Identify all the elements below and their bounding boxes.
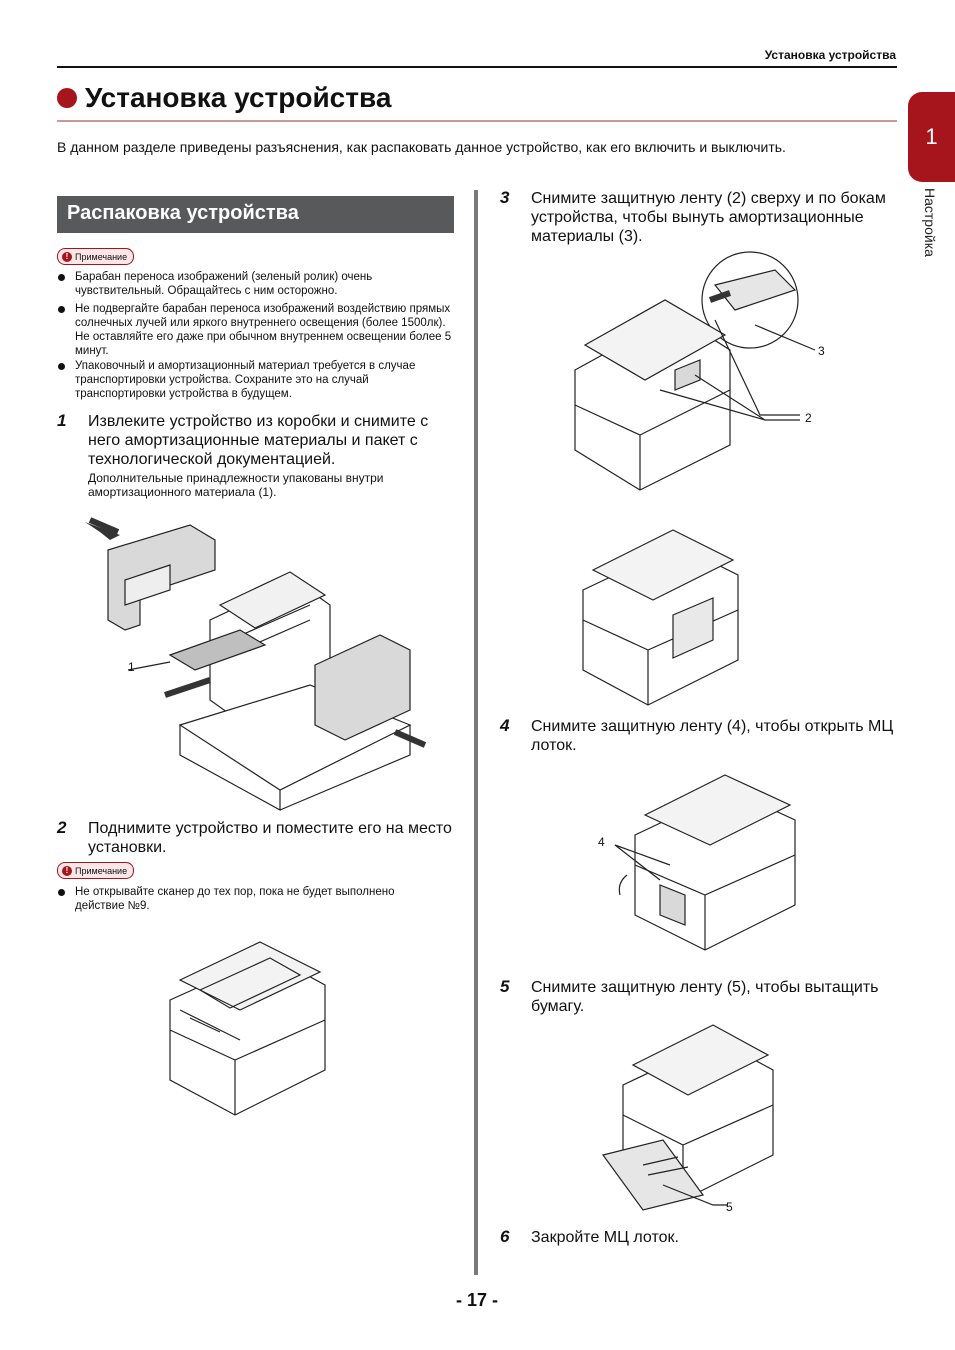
list-item: Не подвергайте барабан переноса изображе… [58, 302, 455, 358]
chapter-tab[interactable]: 1 [908, 92, 955, 182]
step-number: 6 [500, 1227, 510, 1246]
step-text: Закройте МЦ лоток. [531, 1229, 679, 1246]
step-number: 2 [57, 818, 67, 837]
chapter-tab-label: Настройка [922, 188, 938, 257]
mp-tray-illustration [614, 774, 796, 951]
unpacking-illustration [85, 517, 427, 812]
callout-5: 5 [726, 1200, 733, 1214]
step-number: 3 [500, 188, 510, 207]
bullet-icon [58, 363, 65, 370]
running-header: Установка устройства [764, 48, 896, 62]
step-number: 4 [500, 716, 510, 735]
page-number: - 17 - [455, 1290, 498, 1310]
step-number: 1 [57, 411, 67, 430]
step-text: Снимите защитную ленту (5), чтобы вытащи… [531, 979, 879, 1015]
note-badge: ! Примечание [57, 862, 135, 879]
list-item: Упаковочный и амортизационный материал т… [58, 359, 455, 401]
step-number: 5 [500, 977, 510, 996]
header-rule [57, 66, 897, 68]
exclamation-icon: ! [62, 251, 72, 262]
callout-1: 1 [128, 660, 135, 674]
bullet-dot-icon [57, 88, 77, 108]
list-item: Не открывайте сканер до тех пор, пока не… [58, 885, 445, 913]
column-divider [474, 190, 478, 1275]
note-label: Примечание [75, 251, 128, 262]
callout-4: 4 [598, 835, 605, 849]
callout-2: 2 [805, 411, 812, 425]
note-label: Примечание [75, 865, 128, 876]
printer-illustration [169, 941, 326, 1116]
bullet-icon [58, 889, 65, 896]
step-text: Снимите защитную ленту (2) сверху и по б… [531, 190, 886, 245]
step-text: Снимите защитную ленту (4), чтобы открыт… [531, 718, 894, 754]
callout-3: 3 [818, 344, 825, 358]
tape-removal-illustration [574, 251, 816, 491]
section-heading: Распаковка устройства [57, 196, 454, 233]
page-title: Установка устройства [57, 82, 391, 114]
title-rule [57, 120, 897, 122]
step-text: Поднимите устройство и поместите его на … [88, 820, 452, 856]
chapter-number: 1 [925, 124, 938, 149]
paper-tape-illustration [601, 1024, 774, 1211]
intro-text: В данном разделе приведены разъяснения, … [57, 139, 786, 155]
step-text: Извлеките устройство из коробки и снимит… [88, 413, 429, 468]
list-item: Барабан переноса изображений (зеленый ро… [58, 270, 445, 298]
bullet-icon [58, 306, 65, 313]
exclamation-icon: ! [62, 865, 72, 876]
bullet-icon [58, 274, 65, 281]
section-title: Распаковка устройства [67, 202, 299, 224]
page-title-text: Установка устройства [85, 82, 392, 113]
printer-illustration [582, 529, 739, 706]
note-badge: ! Примечание [57, 248, 135, 265]
step-subtext: Дополнительные принадлежности упакованы … [88, 471, 384, 499]
